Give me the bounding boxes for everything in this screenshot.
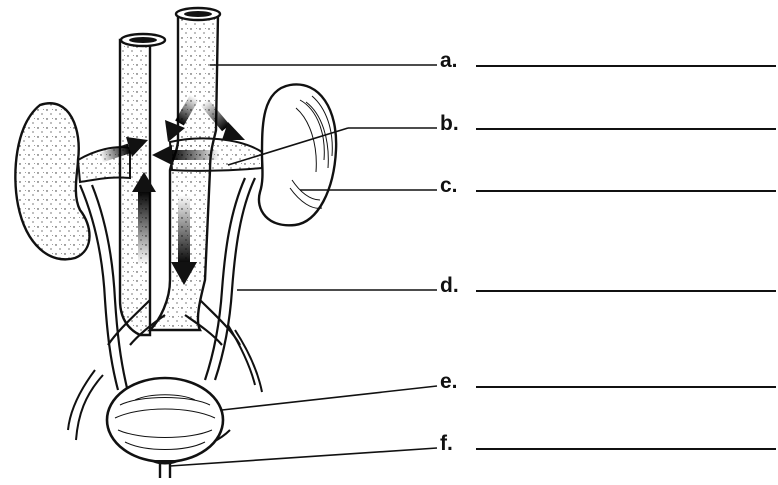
kidney-right-icon bbox=[259, 84, 336, 225]
kidney-left-icon bbox=[15, 103, 89, 259]
answer-blank-c[interactable] bbox=[476, 190, 776, 192]
label-d: d. bbox=[440, 275, 459, 296]
label-f: f. bbox=[440, 433, 453, 454]
leader-line-e bbox=[222, 386, 437, 410]
answer-blank-d[interactable] bbox=[476, 290, 776, 292]
label-a: a. bbox=[440, 50, 458, 71]
label-e: e. bbox=[440, 371, 458, 392]
answer-blank-f[interactable] bbox=[476, 448, 776, 450]
answer-blank-b[interactable] bbox=[476, 128, 776, 130]
answer-blank-a[interactable] bbox=[476, 65, 776, 67]
label-c: c. bbox=[440, 175, 458, 196]
answer-blank-e[interactable] bbox=[476, 386, 776, 388]
label-b: b. bbox=[440, 113, 459, 134]
leader-line-f bbox=[170, 448, 437, 466]
ureter-icon bbox=[80, 178, 255, 392]
